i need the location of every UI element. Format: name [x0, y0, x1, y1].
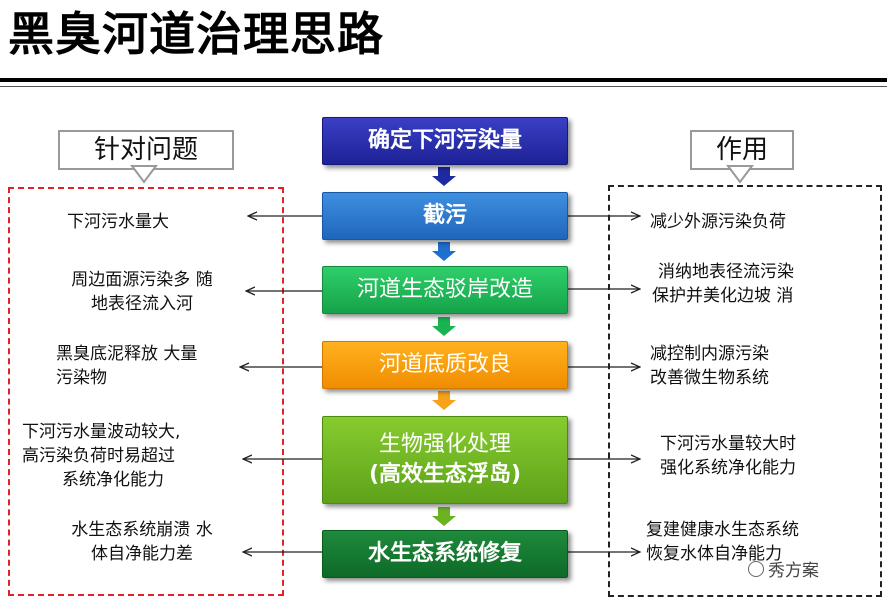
- effect-line: 恢复水体自净能力: [646, 544, 782, 564]
- effect-line: 减少外源污染负荷: [650, 212, 786, 232]
- flow-arrow-1-icon: [432, 167, 456, 186]
- problem-line: 周边面源污染多 随: [71, 270, 213, 290]
- problem-item: 水生态系统崩溃 水 体自净能力差: [44, 518, 240, 566]
- flow-arrow-2-icon: [432, 242, 456, 261]
- effect-line: 消纳地表径流污染: [658, 262, 794, 282]
- problem-line: 下河污水量波动较大,: [22, 422, 181, 442]
- step-label: 河道生态驳岸改造: [356, 277, 533, 302]
- problems-frame: [8, 187, 284, 596]
- effects-tag-chevron-icon: [726, 165, 754, 184]
- step-bio-enhancement: 生物强化处理 (高效生态浮岛): [322, 416, 568, 504]
- step-sediment-improvement: 河道底质改良: [322, 341, 568, 389]
- problem-item: 黑臭底泥释放 大量 污染物: [56, 342, 246, 390]
- problems-tag-chevron-icon: [130, 165, 158, 184]
- watermark-text: 秀方案: [768, 561, 819, 581]
- page-title: 黑臭河道治理思路: [8, 7, 384, 61]
- problem-line: 下河污水量大: [67, 212, 169, 232]
- flow-arrow-3-icon: [432, 317, 456, 336]
- wechat-icon: [748, 560, 764, 577]
- problem-item: 周边面源污染多 随 地表径流入河: [44, 268, 240, 316]
- problem-line: 污染物: [56, 368, 107, 388]
- step-sewage-interception: 截污: [322, 192, 568, 240]
- step-ecological-revetment: 河道生态驳岸改造: [322, 266, 568, 314]
- effect-line: 复建健康水生态系统: [646, 520, 799, 540]
- flow-arrow-5-icon: [432, 507, 456, 526]
- step-label: 水生态系统修复: [367, 541, 522, 566]
- problem-line: 地表径流入河: [91, 294, 193, 314]
- effect-line: 减控制内源污染: [650, 344, 769, 364]
- effect-item: 消纳地表径流污染 保护并美化边坡 消: [652, 260, 872, 308]
- effect-item: 下河污水量较大时 强化系统净化能力: [660, 432, 872, 480]
- step-label: 河道底质改良: [378, 352, 511, 377]
- effect-line: 下河污水量较大时: [660, 434, 796, 454]
- step-label: 确定下河污染量: [367, 128, 522, 153]
- effect-line: 保护并美化边坡 消: [652, 286, 794, 306]
- watermark: 秀方案: [748, 556, 819, 581]
- problem-line: 黑臭底泥释放 大量: [56, 344, 198, 364]
- problem-line: 高污染负荷时易超过: [22, 446, 175, 466]
- step-ecosystem-restoration: 水生态系统修复: [322, 530, 568, 578]
- step-label-sub: (高效生态浮岛): [368, 462, 522, 487]
- effect-line: 强化系统净化能力: [660, 458, 796, 478]
- problem-line: 系统净化能力: [62, 470, 164, 490]
- problems-tag: 针对问题: [58, 130, 234, 170]
- title-underline-thin: [0, 86, 887, 87]
- effect-line: 改善微生物系统: [650, 368, 769, 388]
- effect-item: 减少外源污染负荷: [650, 210, 870, 234]
- effect-item: 复建健康水生态系统 恢复水体自净能力: [646, 518, 874, 566]
- problem-item: 下河污水量波动较大, 高污染负荷时易超过 系统净化能力: [22, 420, 244, 492]
- effects-frame: [608, 185, 882, 597]
- step-label: 生物强化处理: [378, 432, 511, 457]
- flow-arrow-4-icon: [432, 391, 456, 410]
- step-label: 截污: [422, 203, 467, 228]
- problem-item: 下河污水量大: [28, 210, 208, 234]
- effect-item: 减控制内源污染 改善微生物系统: [650, 342, 870, 390]
- problem-line: 水生态系统崩溃 水: [71, 520, 213, 540]
- title-underline: [0, 78, 887, 82]
- step-determine-pollution-load: 确定下河污染量: [322, 117, 568, 165]
- problem-line: 体自净能力差: [91, 544, 193, 564]
